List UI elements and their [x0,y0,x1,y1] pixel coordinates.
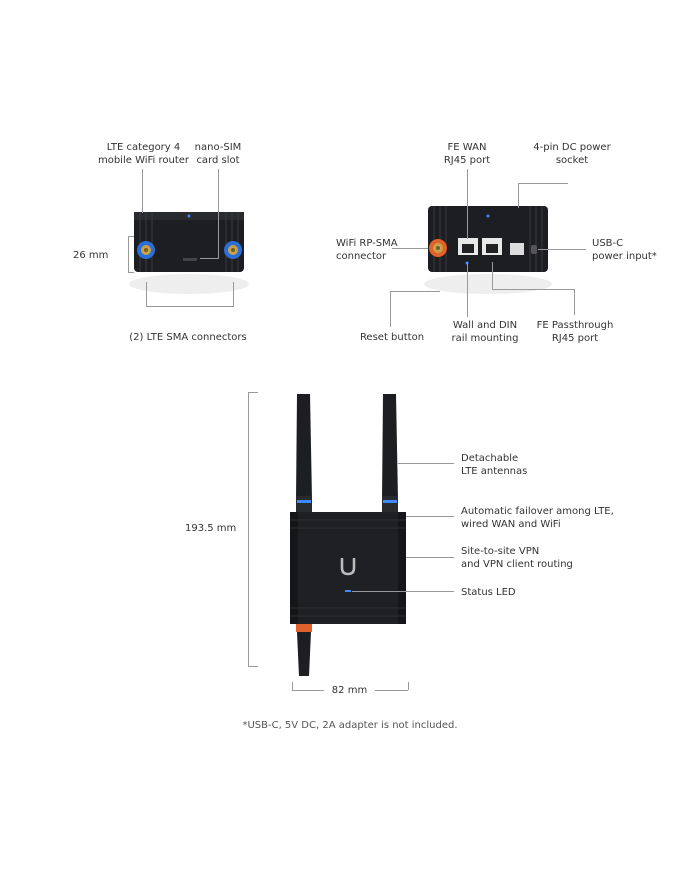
callout-line [492,262,493,290]
dimension-line [128,272,134,273]
callout-line [538,249,586,250]
label-status-led: Status LED [461,587,516,598]
callout-line [406,516,454,517]
callout-line [398,463,454,464]
label-din-mounting: Wall and DIN rail mounting [451,320,519,344]
callout-line [390,291,440,292]
dimension-line [375,690,408,691]
dimension-line [408,682,409,690]
callout-line [233,282,234,306]
label-wifi-rp-sma: WiFi RP-SMA connector [336,238,398,262]
callout-line [518,183,519,208]
callout-line [518,183,568,184]
callout-line [392,248,428,249]
label-dc-power: 4-pin DC power socket [533,142,611,166]
label-fe-wan: FE WAN RJ45 port [443,142,491,166]
dimension-line [248,392,258,393]
callout-line [492,289,574,290]
router-with-antennas [290,394,406,676]
label-height-193mm: 193.5 mm [185,523,237,534]
callout-line [146,282,147,306]
router-rear-view [424,206,552,294]
callout-line [467,169,468,239]
dimension-line [248,666,258,667]
label-antennas: Detachable LTE antennas [461,453,528,477]
router-front-view [129,212,249,294]
label-sma-connectors: (2) LTE SMA connectors [129,332,247,343]
ubiquiti-logo-icon [340,558,356,576]
callout-line [390,291,391,327]
callout-line [142,169,143,213]
dimension-line [128,236,129,272]
label-vpn: Site-to-site VPN and VPN client routing [461,546,573,570]
dimension-line [128,236,134,237]
callout-line [352,591,454,592]
callout-line [218,169,219,259]
antenna-left-icon [296,394,312,500]
label-failover: Automatic failover among LTE, wired WAN … [461,506,614,530]
dimension-line [292,690,324,691]
dc-power-socket-icon [510,243,524,255]
antenna-right-icon [382,394,398,500]
dimension-line [248,392,249,666]
label-lte-router: LTE category 4 mobile WiFi router [97,142,190,166]
label-nano-sim: nano-SIM card slot [194,142,242,166]
label-reset-button: Reset button [359,332,425,343]
footnote: *USB-C, 5V DC, 2A adapter is not include… [242,720,458,731]
callout-line [574,289,575,315]
status-led-icon [345,590,351,592]
callout-line [146,306,234,307]
callout-line [467,262,468,317]
dimension-line [292,682,293,690]
label-width-82mm: 82 mm [331,685,368,696]
label-fe-passthrough: FE Passthrough RJ45 port [536,320,614,344]
label-usb-c: USB-C power input* [592,238,657,262]
usb-c-icon [531,245,537,254]
label-height-26mm: 26 mm [73,250,109,261]
callout-line [406,557,454,558]
callout-line [200,258,218,259]
